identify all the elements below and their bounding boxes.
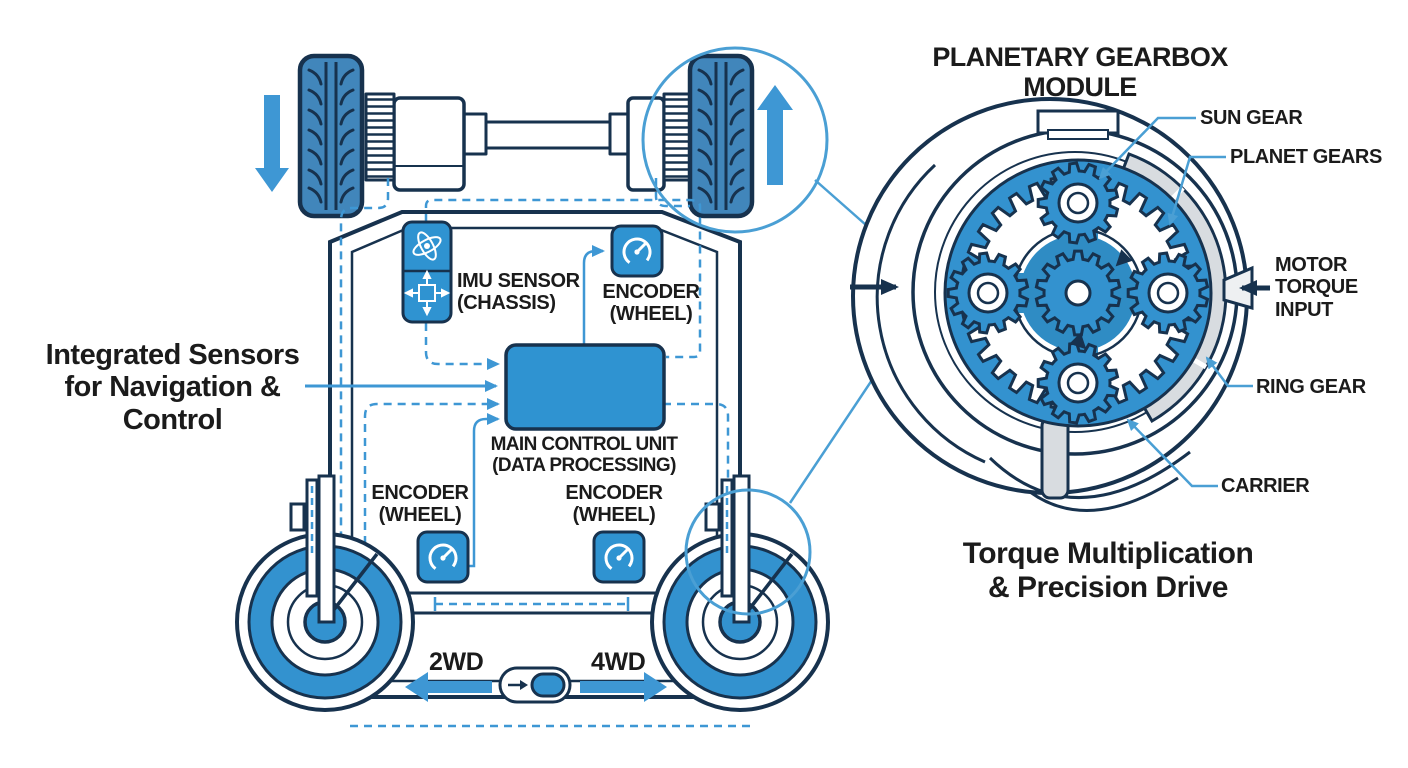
planet-gears-label: PLANET GEARS <box>1230 146 1382 168</box>
4wd-label: 4WD <box>591 648 646 676</box>
label-line: INPUT <box>1275 298 1334 321</box>
ring-gear-label: RING GEAR <box>1256 376 1366 398</box>
imu-sensor-label: IMU SENSOR (CHASSIS) <box>457 270 580 315</box>
caption-line: Torque Multiplication <box>962 537 1254 570</box>
motor-torque-input-label: MOTOR TORQUE INPUT <box>1275 254 1358 321</box>
label-line: MAIN CONTROL UNIT <box>490 434 678 455</box>
encoder-disc-right <box>662 92 692 182</box>
gearbox-caption: Torque Multiplication & Precision Drive <box>933 537 1283 604</box>
label-line: (CHASSIS) <box>457 292 556 315</box>
motor-input-connector <box>1222 265 1254 310</box>
rear-tire-left <box>300 56 362 216</box>
encoder-disc-left <box>364 92 396 182</box>
carrier-shaft <box>1040 416 1070 500</box>
zoom-callouts <box>641 46 874 616</box>
label-line: ENCODER <box>602 281 700 303</box>
label-line: (WHEEL) <box>609 303 693 326</box>
label-line: ENCODER <box>565 482 663 504</box>
toggle-knob[interactable] <box>530 672 566 698</box>
motor-block-left <box>392 96 466 192</box>
rear-axle-assembly <box>364 92 692 192</box>
label-line: (DATA PROCESSING) <box>492 455 676 477</box>
drive-mode-toggle[interactable] <box>498 666 572 704</box>
caption-line: Integrated Sensors <box>45 339 300 371</box>
sun-gear-label: SUN GEAR <box>1200 107 1303 129</box>
imu-sensor-icon <box>401 220 453 324</box>
encoder-top-label: ENCODER (WHEEL) <box>601 281 701 326</box>
encoder-left-label: ENCODER (WHEEL) <box>370 482 470 527</box>
rear-tire-right <box>690 56 752 216</box>
sun-gear <box>1034 249 1122 337</box>
2wd-label: 2WD <box>429 648 484 676</box>
wheel-highlight-circle-bottom <box>684 488 812 616</box>
wheel-down-arrow <box>255 95 289 192</box>
label-line: MOTOR <box>1275 254 1348 276</box>
encoder-gauge-icon-right <box>592 530 646 584</box>
main-control-unit-label: MAIN CONTROL UNIT (DATA PROCESSING) <box>484 434 684 477</box>
integrated-sensors-caption: Integrated Sensors for Navigation & Cont… <box>25 339 320 436</box>
wheel-up-arrow <box>757 85 793 185</box>
label-line: TORQUE <box>1275 276 1358 299</box>
encoder-gauge-icon-top <box>610 224 664 278</box>
planet-gears <box>946 161 1210 425</box>
axle-shaft <box>484 120 612 150</box>
chassis-top-view <box>235 46 874 728</box>
encoder-gauge-icon-left <box>416 530 470 584</box>
gearbox-leader-lines <box>1098 116 1253 488</box>
planetary-gearbox <box>850 97 1270 512</box>
wheel-highlight-circle-top <box>641 46 829 234</box>
main-control-unit-box <box>504 343 666 431</box>
caption-line: & Precision Drive <box>988 570 1228 604</box>
label-line: (WHEEL) <box>572 504 656 527</box>
signal-routes <box>305 178 752 728</box>
caption-line: for Navigation & <box>64 371 281 404</box>
encoder-right-label: ENCODER (WHEEL) <box>564 482 664 527</box>
axle-coupling-left <box>462 112 488 156</box>
label-line: IMU SENSOR <box>457 270 580 292</box>
label-line: (WHEEL) <box>378 504 462 527</box>
label-line: ENCODER <box>371 482 469 504</box>
2wd-arrow <box>405 672 492 702</box>
caption-line: Control <box>122 403 223 436</box>
carrier-label: CARRIER <box>1221 475 1310 497</box>
toggle-arrow-icon <box>520 680 528 690</box>
track-measure-line <box>433 597 630 611</box>
gearbox-title: PLANETARY GEARBOX MODULE <box>932 42 1228 103</box>
4wd-arrow <box>580 672 667 702</box>
